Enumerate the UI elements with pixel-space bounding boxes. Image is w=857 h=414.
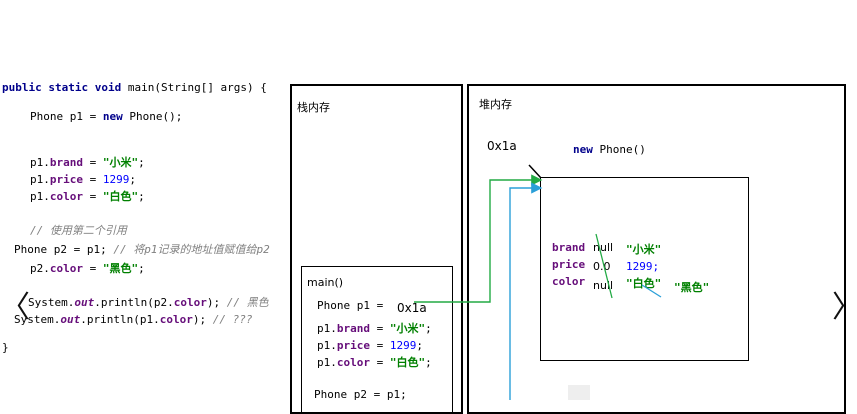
code-string: "白色" [389,356,426,369]
code-text: = [83,156,103,169]
code-text: ; [416,339,423,352]
code-comment-second-ref: // 使用第二个引用 [30,224,127,237]
code-comment: // 黑色 [226,296,269,309]
code-line-price: p1.price = 1299; [30,173,136,187]
next-slide-button[interactable]: 〉 [832,293,857,323]
code-text: p1. [317,356,337,369]
code-text: = [370,356,390,369]
phone-object-box [540,177,749,361]
code-line-p2-color: p2.color = "黑色"; [30,262,145,276]
code-line-print-p2: System.out.println(p2.color); // 黑色 [28,296,269,310]
code-text: Phone p2 = p1; [14,243,114,256]
code-text: = [370,322,390,335]
code-text: p1. [317,322,337,335]
code-field: price [49,173,83,186]
code-text: p1. [317,339,337,352]
code-field: color [336,356,370,369]
code-text: ; [138,190,145,203]
code-string: "小米" [389,322,426,335]
code-text: ); [192,313,213,326]
code-comment: // 将p1记录的地址值赋值给p2 [113,243,270,256]
code-field: color [49,190,83,203]
code-text: ; [425,356,432,369]
field-default-price: 0.0 [593,260,611,273]
code-text: ; [425,322,432,335]
code-text: = [83,262,103,275]
code-text: Phone p1 = [30,110,103,123]
code-line-new-p1: Phone p1 = new Phone(); [30,110,182,124]
code-number: 1299 [102,173,130,186]
code-static: out [60,313,81,326]
p2-reference-arrow [509,182,543,400]
code-string: "黑色" [102,262,139,275]
code-field: brand [49,156,83,169]
code-closing-brace: } [2,341,9,354]
code-field: color [159,313,193,326]
code-text: = [370,339,390,352]
code-keyword: public static void [2,81,128,94]
code-string: "白色" [102,190,139,203]
code-static: out [74,296,95,309]
code-text: = [83,190,103,203]
stack-line-price: p1.price = 1299; [317,339,423,353]
field-name-color: color [552,275,586,288]
code-text: p1. [30,190,50,203]
field-value-brand: "小米" [626,243,662,256]
stack-line-brand: p1.brand = "小米"; [317,322,432,336]
heap-memory-title: 堆内存 [479,98,512,111]
code-text: System. [28,296,75,309]
code-string: "小米" [102,156,139,169]
code-text: ; [129,173,136,186]
code-field: color [173,296,207,309]
code-text: main(String[] args) { [127,81,267,94]
code-text: = [83,173,103,186]
code-number: 1299 [389,339,417,352]
code-comment: // ??? [212,313,253,326]
code-text: p1. [30,173,50,186]
code-field: price [336,339,370,352]
code-text: .println(p2. [94,296,174,309]
strike-color-white [641,284,662,298]
code-line-main: public static void main(String[] args) { [2,81,267,95]
field-value-price: 1299; [626,260,660,273]
address-pointer-line [528,164,542,179]
p1-reference-arrow [414,174,543,303]
code-text: p2. [30,262,50,275]
field-value-color-new: "黑色" [674,281,710,294]
code-line-color: p1.color = "白色"; [30,190,145,204]
code-field: brand [336,322,370,335]
code-text: ; [138,156,145,169]
code-field: color [49,262,83,275]
code-keyword: new [102,110,123,123]
code-text: p1. [30,156,50,169]
code-text: Phone(); [122,110,183,123]
code-keyword: new [573,143,593,156]
arrow-overlay [414,164,662,400]
stack-line-p2: Phone p2 = p1; [314,388,407,401]
stack-memory-title: 栈内存 [297,101,330,114]
strike-brand-default [595,233,613,299]
faded-mark [568,385,590,400]
heap-new-phone: new Phone() [573,143,646,157]
field-name-brand: brand [552,241,586,254]
heap-object-address: 0x1a [487,139,517,153]
stack-line-color: p1.color = "白色"; [317,356,432,370]
field-name-price: price [552,258,586,271]
field-value-color: "白色" [626,277,662,290]
code-text: Phone() [592,143,646,156]
prev-slide-button[interactable]: 〈 [0,290,30,325]
main-frame-label: main() [307,276,344,289]
code-text: System. [14,313,61,326]
stack-p1-decl: Phone p1 = [317,299,384,312]
stack-p1-address: 0x1a [397,301,427,315]
code-line-print-p1: System.out.println(p1.color); // ??? [14,313,252,327]
code-text: ); [206,296,227,309]
code-line-brand: p1.brand = "小米"; [30,156,145,170]
code-line-p2-assign: Phone p2 = p1; // 将p1记录的地址值赋值给p2 [14,243,270,257]
code-text: ; [138,262,145,275]
code-text: .println(p1. [80,313,160,326]
